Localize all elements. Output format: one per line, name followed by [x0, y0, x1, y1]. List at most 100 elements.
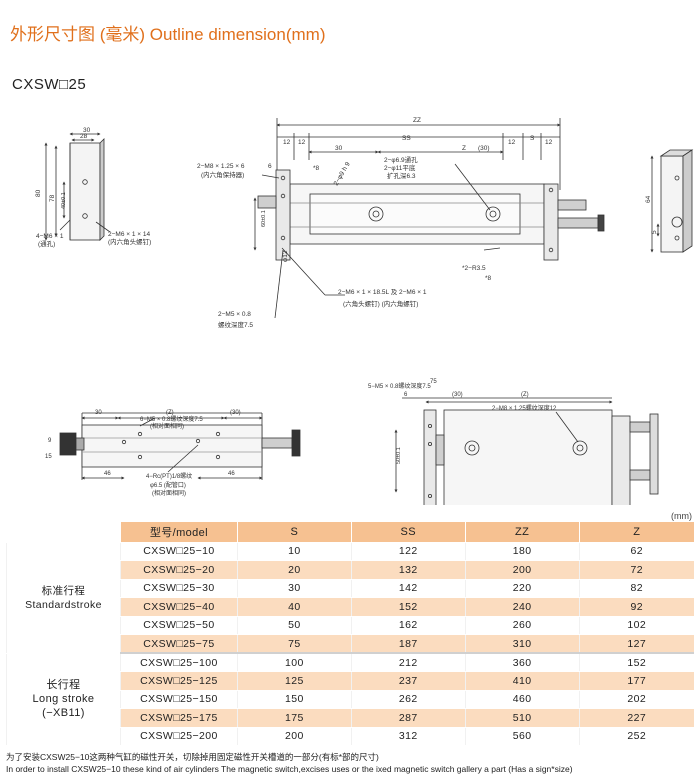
model-cell: CXSW□25−10 [119, 542, 238, 561]
ss-cell: 152 [350, 597, 466, 617]
ss-cell: 287 [350, 708, 466, 728]
dim-label: 9 [48, 438, 52, 444]
dim-label: 6 [268, 163, 272, 170]
table-row: CXSW□25−40 40 152 240 92 [7, 597, 694, 617]
zz-cell: 240 [464, 597, 580, 617]
group-label-en: Standardstroke [25, 598, 102, 611]
ss-cell: 132 [350, 560, 466, 580]
lower-left-view [59, 412, 301, 480]
s-cell: 150 [236, 690, 352, 709]
dim-label: 50±0.1 [396, 447, 402, 464]
outline-drawings: 30 28 80 78 40±0.1 4−M6 × 1 (通孔) 2−M6 × … [0, 100, 700, 505]
screw-icon [137, 454, 143, 460]
dim-label: 2−M8 × 1.25 × 6 [197, 163, 245, 170]
rod-end [59, 432, 77, 456]
piston-rod [557, 199, 587, 211]
table-header-row: 型号/model S SS ZZ Z [6, 522, 694, 543]
zz-cell: 360 [464, 653, 580, 672]
table-row: 长行程 Long stroke (−XB11) CXSW□25−100 100 … [6, 653, 694, 746]
dim-label: *8 [313, 165, 320, 172]
group-label-code: (−XB11) [42, 707, 85, 720]
dim-label: 75 [430, 379, 437, 385]
dim-label: (六角头螺钉) (内六角螺钉) [343, 299, 418, 308]
zz-cell: 410 [464, 671, 580, 691]
end-hole-icon [674, 235, 680, 241]
z-cell: 252 [578, 727, 694, 746]
s-cell: 30 [236, 579, 352, 598]
table-row: CXSW□25−30 30 142 220 82 [7, 579, 694, 598]
piston-rod [557, 217, 599, 229]
z-cell: 62 [578, 542, 694, 561]
column-header: 型号/model [119, 522, 238, 543]
dim-label: 46 [104, 471, 111, 477]
cylinder-inner [309, 193, 521, 235]
zz-cell: 460 [464, 690, 580, 709]
s-cell: 10 [236, 542, 352, 561]
z-cell: 92 [578, 597, 694, 617]
dim-label: 30 [83, 127, 91, 134]
ss-cell: 237 [350, 671, 466, 691]
model-cell: CXSW□25−40 [119, 597, 238, 617]
dim-label: *2−R3.5 [462, 265, 486, 272]
front-view [253, 118, 605, 319]
footnote-zh: 为了安装CXSW25−10这两种气缸的磁性开关，切除掉用固定磁性开关槽道的一部分… [6, 752, 379, 762]
side-view-body [69, 142, 101, 241]
s-cell: 100 [236, 653, 352, 672]
zz-cell: 200 [464, 560, 580, 580]
dim-label: Z [462, 145, 466, 152]
table-row: CXSW□25−200 200 312 560 252 [7, 727, 694, 746]
table-row: CXSW□25−125 125 237 410 177 [7, 671, 694, 691]
column-header: SS [350, 522, 466, 543]
screw-icon [427, 441, 432, 446]
ss-cell: 142 [350, 579, 466, 598]
screw-icon [280, 193, 286, 199]
screw-icon [215, 431, 221, 437]
mount-hole-icon [464, 440, 480, 456]
dim-label: 78 [49, 194, 56, 202]
dim-label: (内六角保持器) [201, 170, 244, 179]
model-cell: CXSW□25−50 [119, 616, 238, 635]
dim-label: 30 [95, 410, 102, 416]
side-view-edge [99, 138, 105, 241]
screw-icon [121, 439, 127, 445]
s-cell: 125 [236, 671, 352, 691]
model-cell: CXSW□25−100 [119, 653, 238, 672]
mount-hole-icon [485, 206, 501, 222]
screw-icon [215, 454, 221, 460]
dim-label: 60±0.1 [261, 210, 267, 227]
model-cell: CXSW□25−150 [119, 690, 238, 709]
dim-label: 80 [35, 189, 42, 197]
table-corner [6, 522, 121, 543]
zz-cell: 180 [464, 542, 580, 561]
dim-label: ZZ [413, 117, 421, 124]
z-cell: 177 [578, 671, 694, 691]
dim-label: 12 [298, 139, 306, 146]
side-hole-icon [82, 213, 88, 219]
dim-label: 12 [545, 139, 553, 146]
dim-label: 4−M6 × 1 [36, 233, 64, 240]
mount-hole-icon [572, 440, 588, 456]
s-cell: 175 [236, 708, 352, 728]
ss-cell: 122 [350, 542, 466, 561]
piston-rod [629, 469, 651, 481]
dim-label: 5 [651, 230, 658, 234]
piston-rod [261, 437, 293, 449]
zz-cell: 260 [464, 616, 580, 635]
dim-label: 螺纹深度7.5 [218, 320, 253, 329]
lower-right-view [394, 397, 659, 505]
dim-label: 15 [45, 454, 52, 460]
side-hole-icon [82, 179, 88, 185]
model-cell: CXSW□25−30 [119, 579, 238, 598]
dim-label: 2−M8 × 1.25螺纹深度12 [492, 404, 557, 412]
dim-label: (相对面相同) [150, 422, 184, 430]
rod-end [291, 429, 301, 457]
mount-hole-icon [368, 206, 384, 222]
zz-cell: 560 [464, 727, 580, 746]
end-plate [611, 415, 631, 505]
screw-icon [280, 175, 286, 181]
footnote-en: In order to install CXSW25−10 these kind… [6, 764, 573, 774]
end-hole-icon [674, 175, 680, 181]
model-cell: CXSW□25−200 [119, 727, 238, 746]
dim-label: 6 [404, 392, 408, 398]
z-cell: 82 [578, 579, 694, 598]
